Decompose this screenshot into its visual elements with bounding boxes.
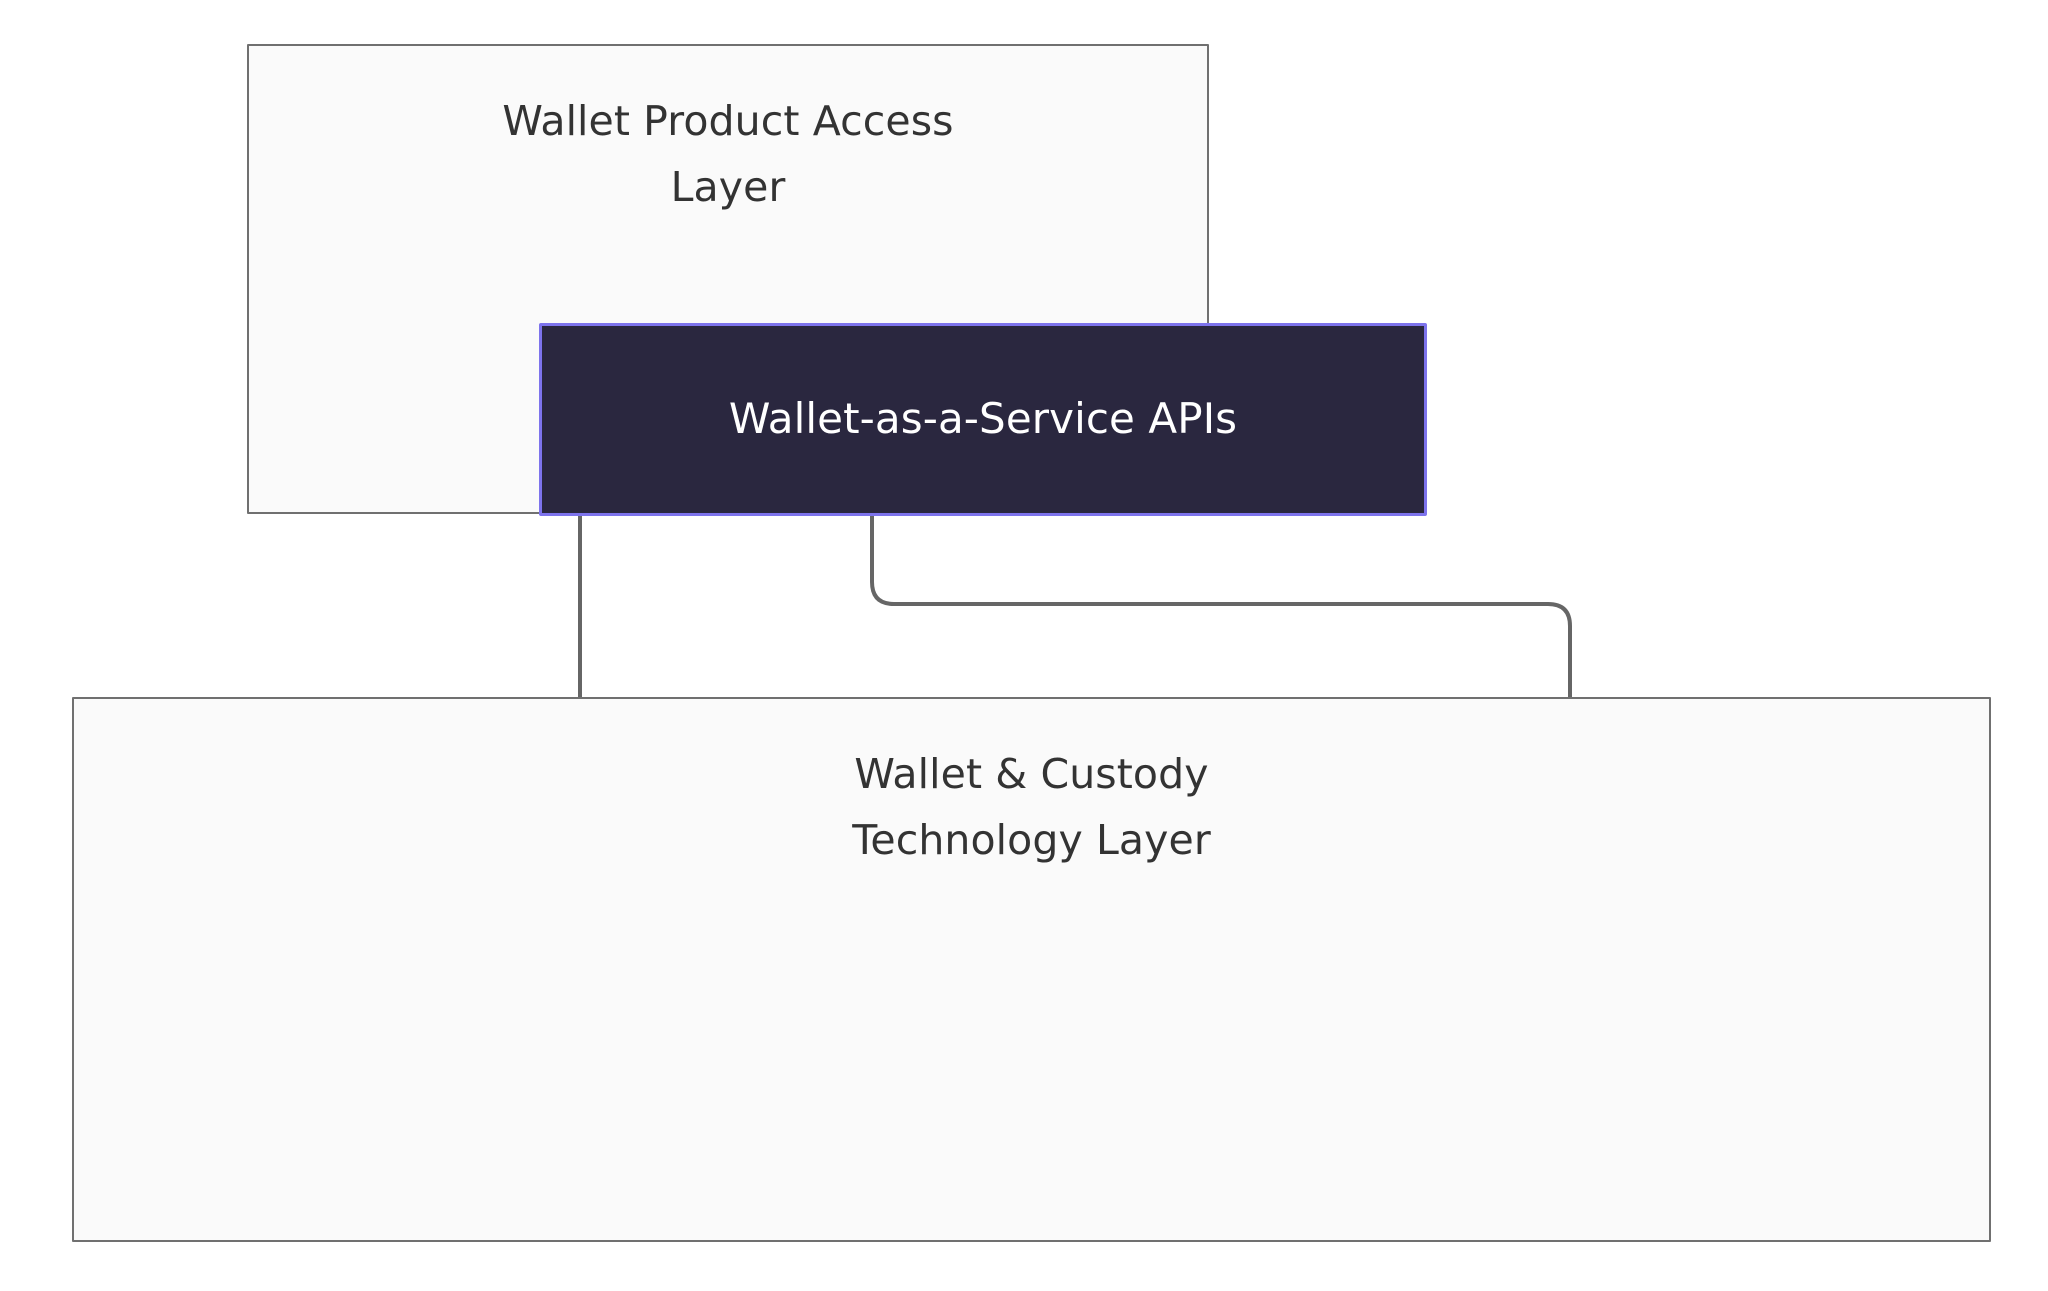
cluster-label-custody: Wallet & Custody Technology Layer <box>852 750 1211 865</box>
cluster-label-access: Wallet Product Access Layer <box>502 97 954 212</box>
cluster-wallet-custody-technology-layer: Wallet & Custody Technology Layer Wallet… <box>72 697 1991 1242</box>
node-label-waas: Wallet-as-a-Service APIs <box>728 394 1238 444</box>
node-wallet-as-a-service-apis[interactable]: Wallet-as-a-Service APIs <box>539 323 1427 516</box>
cluster-wallet-product-access-layer: Wallet Product Access Layer Wallet-as-a-… <box>247 44 1427 516</box>
